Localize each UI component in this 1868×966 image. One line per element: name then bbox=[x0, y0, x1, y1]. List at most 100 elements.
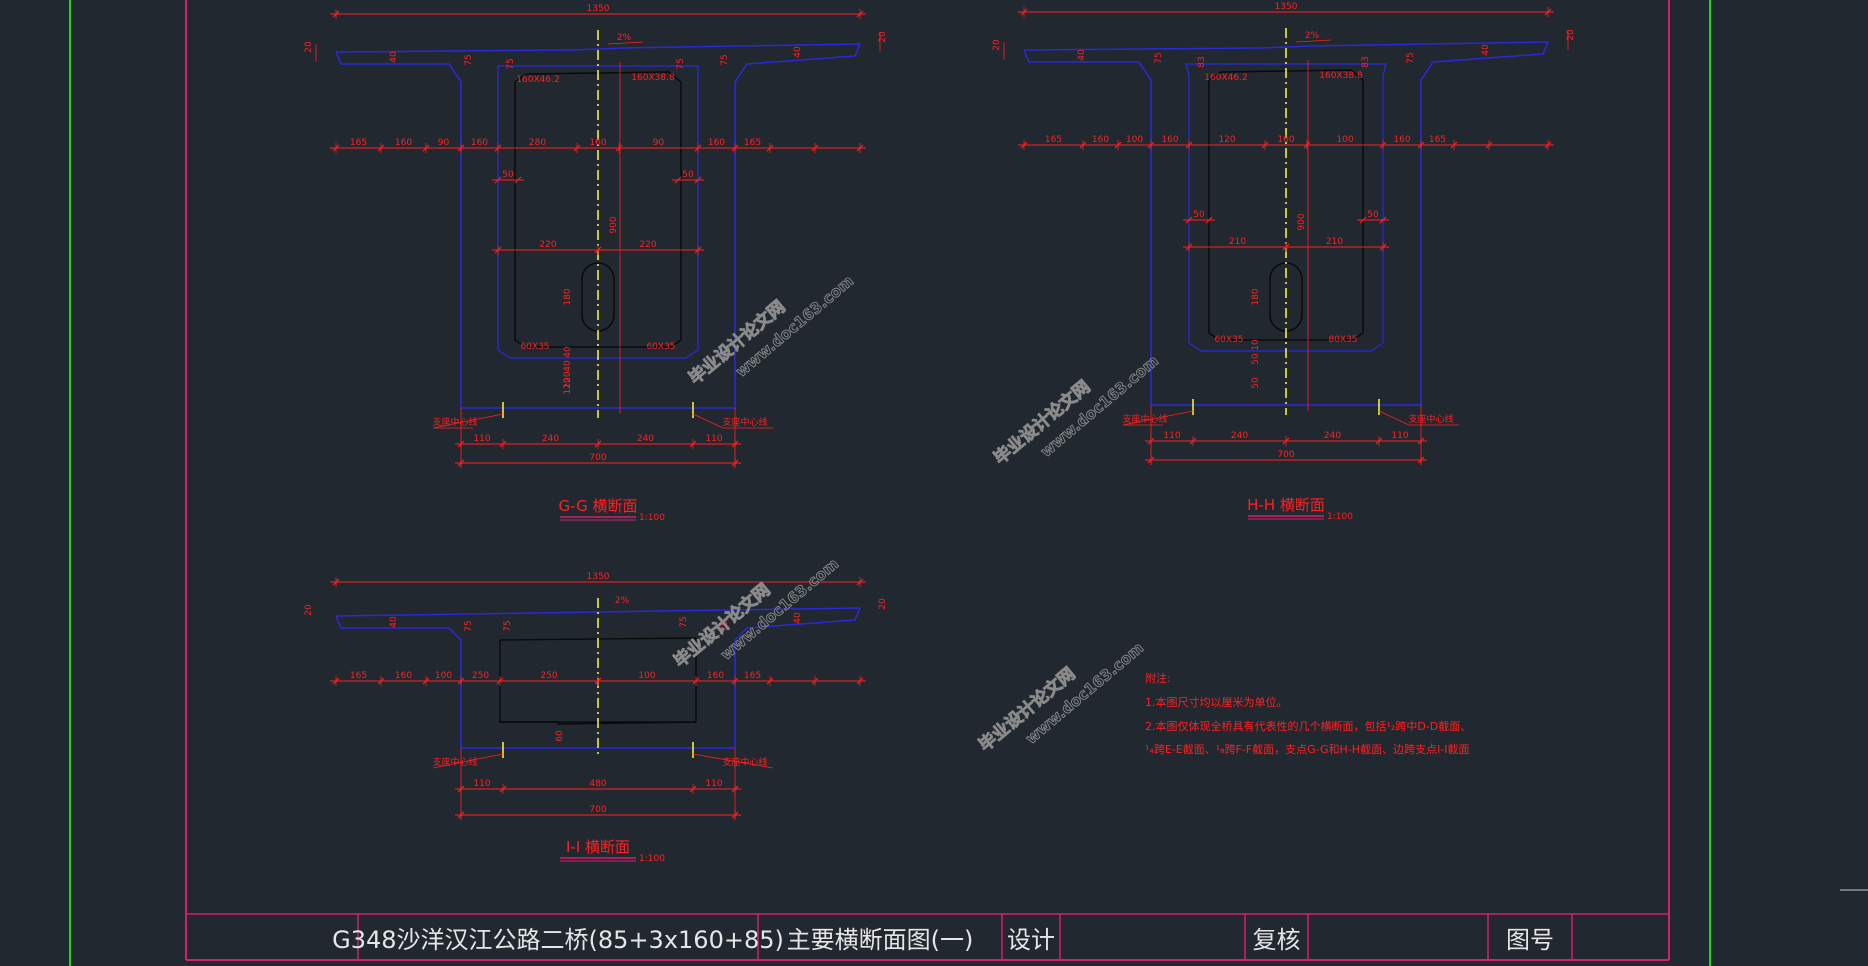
dim-label: 75 bbox=[464, 54, 474, 65]
dim-label: 160 bbox=[1092, 135, 1109, 145]
dim-label: 83 bbox=[1197, 56, 1207, 67]
design-label: 设计 bbox=[1007, 925, 1055, 954]
dim-label: 40 bbox=[389, 51, 399, 63]
dim-label: 180 bbox=[1251, 288, 1261, 305]
dim-label: 700 bbox=[589, 805, 606, 815]
haunch-label: 60X35 bbox=[520, 342, 549, 352]
dim-label: 240 bbox=[637, 434, 654, 444]
bearing-label-right: 支座中心线 bbox=[722, 416, 767, 428]
dim-label: 110 bbox=[1163, 431, 1180, 441]
dim-tick bbox=[1379, 216, 1387, 224]
section-scale: 1:100 bbox=[1327, 512, 1353, 522]
dim-label: 120 bbox=[563, 371, 573, 388]
dim-label: 100 bbox=[435, 671, 452, 681]
dim-label: 1350 bbox=[587, 572, 610, 582]
dim-label: 110 bbox=[473, 434, 490, 444]
dim-label: 165 bbox=[1045, 135, 1062, 145]
dim-label: 40 bbox=[563, 346, 573, 358]
dim-tick bbox=[1205, 216, 1213, 224]
dim-label: 165 bbox=[350, 671, 367, 681]
inner-outline bbox=[499, 638, 697, 725]
dim-label: 240 bbox=[1324, 431, 1341, 441]
dim-label: 165 bbox=[744, 671, 761, 681]
leader bbox=[1122, 410, 1194, 426]
dim-label: 20 bbox=[1566, 29, 1576, 41]
leader bbox=[692, 413, 724, 429]
leader bbox=[432, 413, 504, 429]
bearing-label-right: 支座中心线 bbox=[1408, 413, 1453, 425]
dim-tick bbox=[694, 176, 702, 184]
haunch-label: 160X38.8 bbox=[631, 73, 675, 83]
dim-label: 75 bbox=[1154, 52, 1164, 63]
section-title: H-H 横断面 bbox=[1247, 496, 1325, 514]
dim-label: 160 bbox=[395, 671, 412, 681]
haunch-label: 80X35 bbox=[1328, 335, 1357, 345]
notes-line-1: 1.本图尺寸均以厘米为单位。 bbox=[1145, 695, 1288, 709]
dim-tick bbox=[494, 176, 502, 184]
dim-label: 50 bbox=[1367, 210, 1379, 220]
dim-label: 20 bbox=[304, 41, 314, 53]
section-scale: 1:100 bbox=[639, 854, 665, 864]
slope-arrow bbox=[607, 41, 644, 45]
dim-label: 180 bbox=[563, 288, 573, 305]
bearing-label-left: 支座中心线 bbox=[432, 416, 477, 428]
drawing-no-label: 图号 bbox=[1506, 925, 1554, 954]
inner-cell bbox=[514, 71, 682, 348]
dim-label: 1350 bbox=[1275, 2, 1298, 12]
dim-label: 250 bbox=[472, 671, 489, 681]
dim-label: 75 bbox=[503, 620, 513, 631]
section-title: I-I 横断面 bbox=[566, 838, 630, 856]
dim-label: 20 bbox=[878, 31, 888, 43]
dim-label: 700 bbox=[589, 453, 606, 463]
review-label: 复核 bbox=[1252, 925, 1301, 954]
dim-label: 40 bbox=[563, 360, 573, 372]
section-scale: 1:100 bbox=[639, 513, 665, 523]
drawing-frame bbox=[69, 0, 1868, 966]
slope-label: 2% bbox=[615, 596, 630, 606]
dim-tick bbox=[674, 176, 682, 184]
bearing-label-left: 支座中心线 bbox=[1122, 413, 1167, 425]
slope-arrow bbox=[1295, 39, 1332, 43]
dim-label: 110 bbox=[473, 779, 490, 789]
slope-label: 2% bbox=[617, 33, 632, 43]
notes-heading: 附注: bbox=[1145, 671, 1171, 685]
leader bbox=[692, 753, 774, 769]
dim-label: 75 bbox=[464, 620, 474, 631]
inner-cell bbox=[1208, 69, 1364, 341]
dim-label: 50 bbox=[502, 170, 514, 180]
dim-label: 75 bbox=[720, 620, 730, 631]
dim-label: 160 bbox=[471, 138, 488, 148]
section-title: G-G 横断面 bbox=[559, 497, 638, 515]
haunch-label: 60X35 bbox=[646, 342, 675, 352]
dim-label: 100 bbox=[1336, 135, 1353, 145]
dim-label: 20 bbox=[878, 598, 888, 610]
outer-outline bbox=[335, 43, 862, 409]
dim-label: 40 bbox=[793, 612, 803, 624]
outer-outline bbox=[335, 607, 862, 749]
dim-label: 10 bbox=[1251, 339, 1261, 351]
bearing-label-right: 支座中心线 bbox=[722, 756, 767, 768]
dim-label: 40 bbox=[793, 46, 803, 58]
bearing-label-left: 支座中心线 bbox=[432, 756, 477, 768]
dim-label: 240 bbox=[542, 434, 559, 444]
haunch-label: 60X35 bbox=[1214, 335, 1243, 345]
dim-label: 75 bbox=[1406, 52, 1416, 63]
dim-label: 160 bbox=[707, 671, 724, 681]
dim-label: 160 bbox=[395, 138, 412, 148]
dim-label: 250 bbox=[540, 671, 557, 681]
leader bbox=[1378, 410, 1410, 426]
dim-label: 60 bbox=[555, 730, 565, 742]
dim-label: 220 bbox=[539, 240, 556, 250]
dim-label: 110 bbox=[1391, 431, 1408, 441]
dim-label: 20 bbox=[304, 604, 314, 616]
dim-label: 160 bbox=[589, 138, 606, 148]
project-name: G348沙洋汉江公路二桥(85+3x160+85) bbox=[332, 925, 784, 954]
dim-label: 20 bbox=[992, 39, 1002, 51]
dim-label: 40 bbox=[389, 616, 399, 628]
notes-line-2: 2.本图仅体现全桥具有代表性的几个横断面，包括¹₂跨中D-D截面、 bbox=[1145, 719, 1471, 733]
dim-label: 220 bbox=[639, 240, 656, 250]
title-block bbox=[186, 913, 1669, 960]
